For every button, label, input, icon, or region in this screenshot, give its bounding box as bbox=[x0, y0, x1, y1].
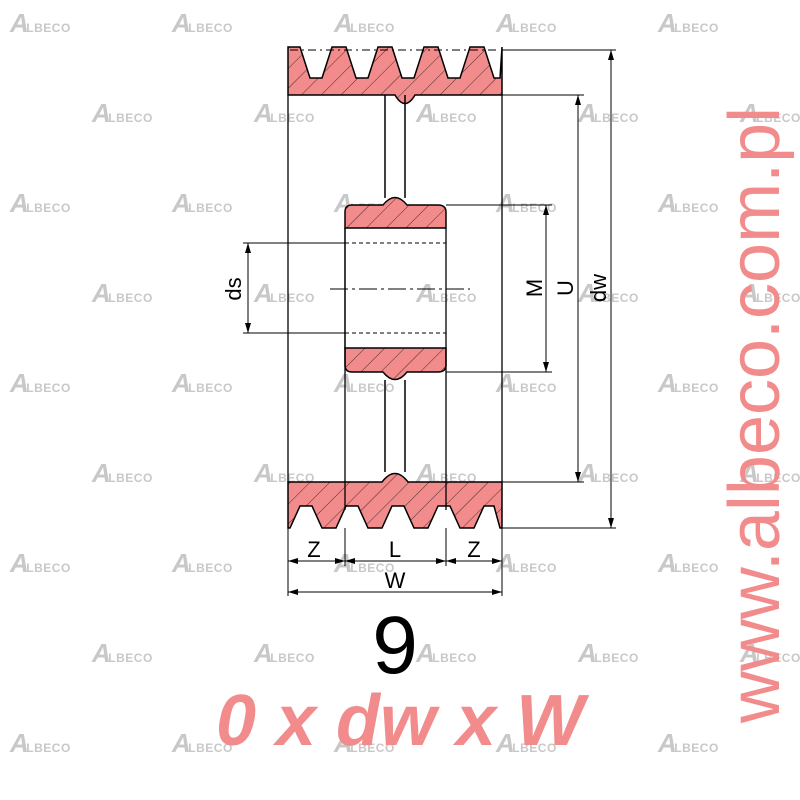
upper-rim-section bbox=[287, 46, 503, 105]
albeco-watermark-logo: ALBECO bbox=[254, 638, 315, 668]
dim-label-m: M bbox=[522, 279, 547, 297]
size-formula: 0 x dw x W bbox=[215, 681, 585, 761]
albeco-watermark-logo: ALBECO bbox=[92, 278, 153, 308]
albeco-watermark-logo: ALBECO bbox=[740, 98, 800, 128]
albeco-watermark-logo: ALBECO bbox=[658, 188, 719, 218]
albeco-watermark-logo: ALBECO bbox=[496, 728, 557, 758]
hub-upper-section bbox=[344, 196, 447, 229]
albeco-watermark-logo: ALBECO bbox=[578, 638, 639, 668]
albeco-watermark-logo: ALBECO bbox=[172, 188, 233, 218]
albeco-watermark-logo: ALBECO bbox=[172, 548, 233, 578]
albeco-watermark-logo: ALBECO bbox=[740, 638, 800, 668]
albeco-watermark-logo: ALBECO bbox=[92, 638, 153, 668]
dim-label-z-left: Z bbox=[307, 537, 320, 562]
albeco-watermark-logo: ALBECO bbox=[10, 548, 71, 578]
dimension-lines bbox=[243, 49, 616, 596]
model-number: 9 bbox=[372, 600, 418, 691]
albeco-watermark-logo: ALBECO bbox=[254, 278, 315, 308]
albeco-watermark-logo: ALBECO bbox=[578, 278, 639, 308]
dim-label-u: U bbox=[553, 280, 578, 296]
dim-label-z-right: Z bbox=[467, 537, 480, 562]
albeco-watermark-logo: ALBECO bbox=[658, 8, 719, 38]
albeco-watermark-logo: ALBECO bbox=[416, 98, 477, 128]
site-url: www.albeco.com.pl bbox=[715, 106, 795, 724]
dim-label-dw: dw bbox=[586, 274, 611, 302]
albeco-watermark-logo: ALBECO bbox=[10, 188, 71, 218]
lower-rim-section bbox=[287, 472, 503, 529]
body-outlines bbox=[287, 95, 503, 510]
albeco-watermark-logo: ALBECO bbox=[92, 98, 153, 128]
albeco-watermark-logo: ALBECO bbox=[172, 728, 233, 758]
albeco-watermark-logo: ALBECO bbox=[578, 98, 639, 128]
dim-label-l: L bbox=[389, 537, 401, 562]
albeco-watermark-logo: ALBECO bbox=[334, 8, 395, 38]
albeco-watermark-logo: ALBECO bbox=[658, 368, 719, 398]
pulley-web bbox=[384, 95, 406, 472]
albeco-watermark-logo: ALBECO bbox=[172, 8, 233, 38]
hub-lower-section bbox=[344, 347, 447, 381]
albeco-watermark-logo: ALBECO bbox=[10, 728, 71, 758]
dim-label-w: W bbox=[385, 568, 406, 593]
dimension-arrows bbox=[245, 50, 614, 595]
albeco-watermark-logo: ALBECO bbox=[740, 278, 800, 308]
albeco-watermark-logo: ALBECO bbox=[496, 368, 557, 398]
albeco-watermark-logo: ALBECO bbox=[740, 458, 800, 488]
albeco-watermark-logo: ALBECO bbox=[10, 8, 71, 38]
albeco-watermark-logo: ALBECO bbox=[416, 638, 477, 668]
albeco-watermark-logo: ALBECO bbox=[578, 458, 639, 488]
albeco-watermark-logo: ALBECO bbox=[172, 368, 233, 398]
albeco-watermark-logo: ALBECO bbox=[334, 368, 395, 398]
albeco-watermark-logo: ALBECO bbox=[10, 368, 71, 398]
albeco-watermark-logo: ALBECO bbox=[254, 98, 315, 128]
albeco-watermark-logo: ALBECO bbox=[92, 458, 153, 488]
albeco-watermark-logo: ALBECO bbox=[334, 728, 395, 758]
albeco-watermark-logo: ALBECO bbox=[496, 8, 557, 38]
albeco-watermark-logo: ALBECO bbox=[658, 728, 719, 758]
bore-lines bbox=[290, 49, 500, 334]
albeco-watermark-logo: ALBECO bbox=[496, 548, 557, 578]
albeco-watermark-logo: ALBECO bbox=[658, 548, 719, 578]
albeco-watermark-logo: ALBECO bbox=[416, 278, 477, 308]
dim-label-ds: ds bbox=[221, 277, 246, 300]
albeco-watermark-logo: ALBECO bbox=[334, 548, 395, 578]
